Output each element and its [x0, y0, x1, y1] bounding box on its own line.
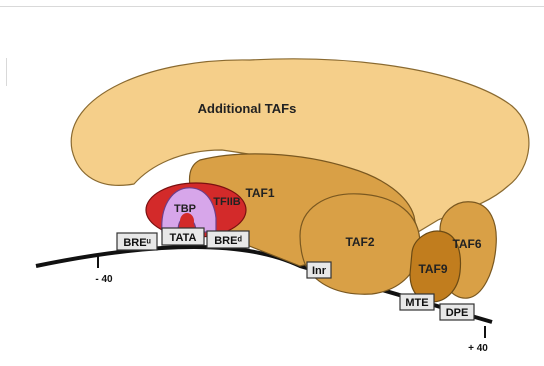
bre-d-label: BREᵈ — [214, 235, 242, 247]
tbp-inner-red — [180, 213, 194, 229]
taf2-label: TAF2 — [345, 235, 374, 249]
dpe-label: DPE — [446, 307, 469, 319]
taf9-label: TAF9 — [418, 262, 447, 276]
bre-u-element: BREᵘ — [117, 233, 157, 250]
tata-element: TATA — [162, 228, 204, 245]
mte-element: MTE — [400, 294, 434, 310]
taf6-label: TAF6 — [452, 237, 481, 251]
mte-label: MTE — [405, 297, 428, 309]
plus-40-label: + 40 — [468, 343, 488, 354]
dpe-element: DPE — [440, 304, 474, 320]
bre-u-label: BREᵘ — [123, 237, 150, 249]
inr-label: Inr — [312, 265, 327, 277]
bre-d-element: BREᵈ — [207, 231, 249, 248]
tbp-label: TBP — [174, 203, 196, 215]
inr-element: Inr — [307, 262, 331, 278]
minus-40-label: - 40 — [95, 274, 113, 285]
additional-tafs-label: Additional TAFs — [198, 101, 297, 116]
tfiib-label: TFIIB — [213, 196, 241, 208]
tata-label: TATA — [170, 232, 197, 244]
taf1-label: TAF1 — [245, 186, 274, 200]
